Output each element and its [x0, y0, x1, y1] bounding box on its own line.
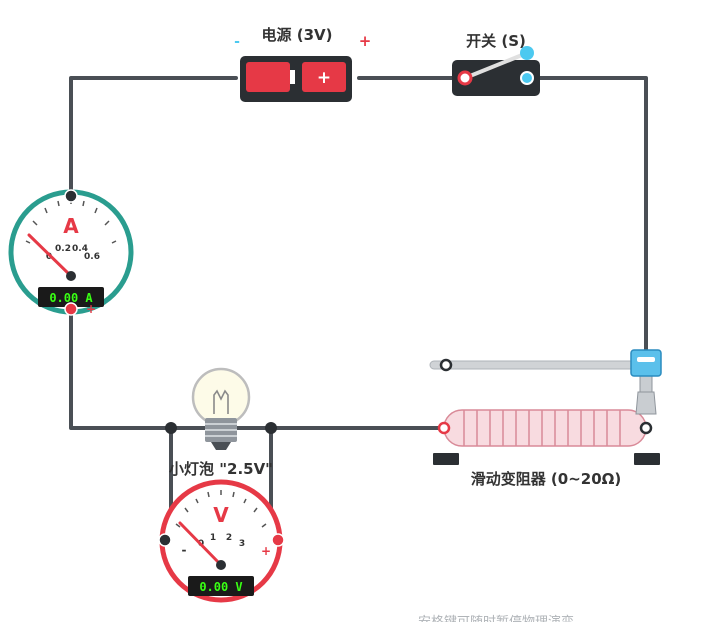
voltmeter: V 0 1 2 3 - + 0.00 V: [158, 479, 285, 603]
voltmeter-plus-sign: +: [261, 544, 271, 558]
ammeter-display: [38, 287, 104, 307]
voltmeter-tick-2: 2: [226, 533, 232, 543]
bulb-filament: [213, 389, 229, 414]
junction-right: [265, 422, 277, 434]
rheostat-terminal-right[interactable]: [639, 421, 653, 435]
battery-cell-left: [246, 62, 290, 92]
battery[interactable]: 电源 (3V) - + +: [234, 26, 371, 102]
voltmeter-display: [188, 576, 254, 596]
battery-terminal: [290, 70, 295, 84]
rheostat-coil-windings: [463, 410, 621, 446]
ammeter-tick-0.4: 0.4: [72, 244, 88, 254]
rheostat-slider-knob-highlight: [637, 357, 655, 362]
battery-cell-plus: +: [317, 68, 331, 88]
rheostat-slider-contact: [635, 391, 657, 415]
voltmeter-minus-sign: -: [182, 543, 187, 557]
bulb-glass: [191, 367, 251, 427]
rheostat-foot-left: [433, 453, 459, 465]
battery-plus-sign: +: [359, 32, 372, 50]
voltmeter-tick-1: 1: [210, 533, 216, 543]
voltmeter-scale-ticks: [175, 490, 267, 528]
ammeter-symbol: A: [63, 214, 79, 238]
switch-label: 开关 (S): [466, 32, 526, 50]
battery-label: 电源 (3V): [262, 26, 333, 44]
ammeter-needle: [27, 233, 73, 278]
battery-cell-right: [302, 62, 346, 92]
wire-top-left: [69, 76, 238, 198]
voltmeter-symbol: V: [213, 503, 229, 527]
switch-pivot: [457, 70, 473, 86]
bulb-label: 小灯泡 "2.5V": [169, 460, 273, 478]
ammeter-scale-ticks: [25, 199, 117, 244]
ammeter: A 0 0.2 0.4 0.6 0.00 A +: [8, 189, 134, 316]
ammeter-readout: 0.00 A: [49, 291, 93, 305]
bulb-tip: [211, 442, 231, 450]
rheostat-terminal-left[interactable]: [437, 421, 451, 435]
junction-left: [165, 422, 177, 434]
ammeter-tick-0.6: 0.6: [84, 252, 100, 262]
wire-left-lower: [69, 307, 446, 430]
rheostat-slide-rail: [429, 360, 643, 370]
rheostat-slider-knob[interactable]: [630, 349, 662, 377]
ammeter-plus-sign: +: [86, 302, 96, 316]
ammeter-terminal-top[interactable]: [64, 189, 78, 203]
wire-top-right: [538, 76, 648, 354]
ammeter-needle-pivot: [66, 271, 76, 281]
switch-handle[interactable]: [520, 46, 534, 60]
ammeter-tick-0: 0: [46, 252, 52, 262]
switch-contact: [520, 71, 534, 85]
battery-minus-sign: -: [234, 34, 240, 50]
footer-hint: 安格键可随时暂停物理演变: [418, 614, 574, 622]
voltmeter-terminal-right[interactable]: [271, 533, 285, 547]
voltmeter-readout: 0.00 V: [199, 580, 242, 594]
switch[interactable]: 开关 (S): [452, 32, 540, 96]
switch-lever[interactable]: [463, 51, 529, 80]
rheostat-slider[interactable]: [630, 349, 662, 415]
bulb: 小灯泡 "2.5V": [169, 367, 273, 478]
rheostat-rail-terminal[interactable]: [439, 358, 453, 372]
ammeter-tick-0.2: 0.2: [55, 244, 71, 254]
voltmeter-needle: [178, 521, 223, 567]
rheostat-label: 滑动变阻器 (0~20Ω): [471, 470, 622, 488]
ammeter-terminal-bottom[interactable]: [64, 302, 78, 316]
switch-base: [452, 60, 540, 96]
rheostat-coil-body: [443, 409, 647, 447]
voltmeter-needle-pivot: [216, 560, 226, 570]
voltmeter-tick-3: 3: [239, 539, 245, 549]
rheostat-foot-right: [634, 453, 660, 465]
voltmeter-terminal-left[interactable]: [158, 533, 172, 547]
rheostat: 滑动变阻器 (0~20Ω): [429, 349, 662, 488]
